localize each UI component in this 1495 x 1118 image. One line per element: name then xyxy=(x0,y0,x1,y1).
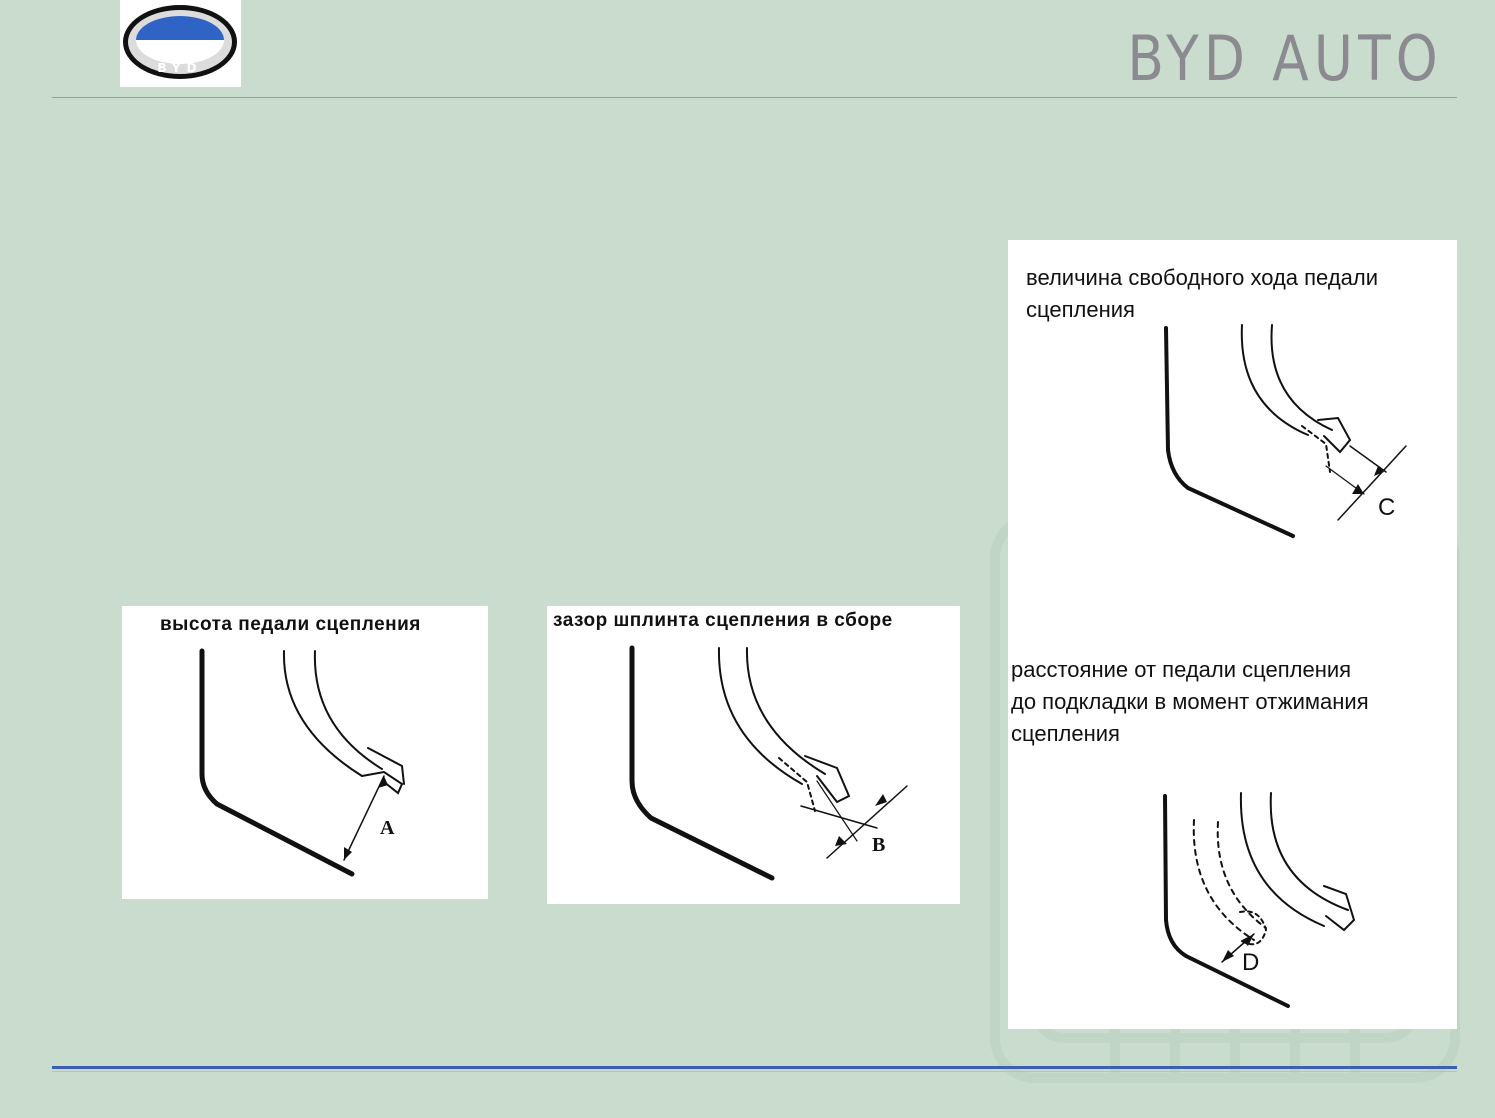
distance-caption: расстояние от педали сцепления до подкла… xyxy=(1011,654,1451,750)
diagram-clevis-clearance: зазор шплинта сцепления в сборе B xyxy=(547,606,960,904)
caption-line: расстояние от педали сцепления xyxy=(1011,657,1352,682)
diagram-caption: зазор шплинта сцепления в сборе xyxy=(553,610,893,631)
dimension-label-b: B xyxy=(872,834,885,856)
dimension-label-c: C xyxy=(1378,494,1395,521)
header-divider xyxy=(52,97,1457,98)
dimension-label-a: A xyxy=(380,817,395,839)
diagram-caption: высота педали сцепления xyxy=(160,614,421,635)
diagram-free-play-and-distance: величина свободного хода педали сцеплени… xyxy=(1008,240,1457,1029)
footer-divider xyxy=(52,1066,1457,1069)
free-play-caption: величина свободного хода педали сцеплени… xyxy=(1026,262,1456,326)
caption-line: величина свободного хода педали xyxy=(1026,265,1379,290)
caption-line: до подкладки в момент отжимания xyxy=(1011,689,1369,714)
clevis-clearance-drawing: B xyxy=(629,645,908,881)
caption-line: сцепления xyxy=(1011,721,1120,746)
free-play-drawing: C D xyxy=(1163,324,1407,1008)
diagram-pedal-height: высота педали сцепления A xyxy=(122,606,488,899)
brand-title: BYD AUTO xyxy=(1127,22,1443,95)
footer-divider-thin xyxy=(52,1071,1457,1072)
caption-line: сцепления xyxy=(1026,297,1135,322)
pedal-height-drawing: A xyxy=(199,648,405,877)
byd-logo: BYD xyxy=(120,0,241,87)
dimension-label-d: D xyxy=(1242,949,1259,976)
logo-text: BYD xyxy=(157,61,202,75)
